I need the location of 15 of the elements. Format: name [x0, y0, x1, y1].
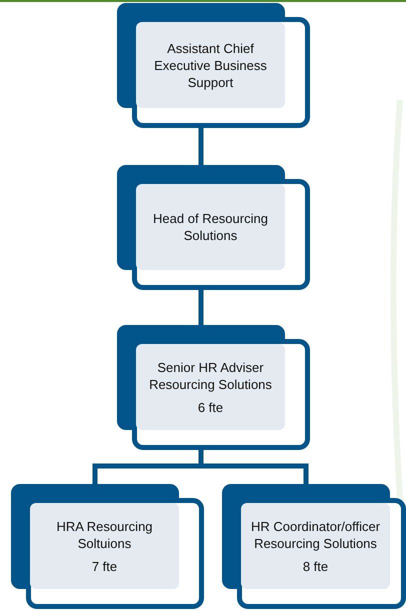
position-box	[117, 325, 310, 450]
connector-line	[198, 290, 204, 325]
position-title: Assistant Chief Executive Business Support	[153, 40, 268, 90]
staff-count: 8 fte	[302, 558, 328, 574]
position-title: Head of Resourcing Solutions	[152, 210, 269, 244]
position-box	[11, 484, 204, 609]
staff-count: 7 fte	[92, 558, 118, 574]
staff-count: 6 fte	[198, 398, 224, 416]
position-box	[222, 484, 406, 609]
position-box	[117, 3, 310, 128]
position-title: Senior HR Adviser Resourcing Solutions	[148, 358, 273, 392]
position-title: HR Coordinator/officer Resourcing Solutions	[250, 518, 382, 552]
connector-line	[198, 128, 204, 165]
position-title: HRA Resourcing Soltuions	[55, 518, 154, 552]
position-box	[117, 165, 310, 290]
